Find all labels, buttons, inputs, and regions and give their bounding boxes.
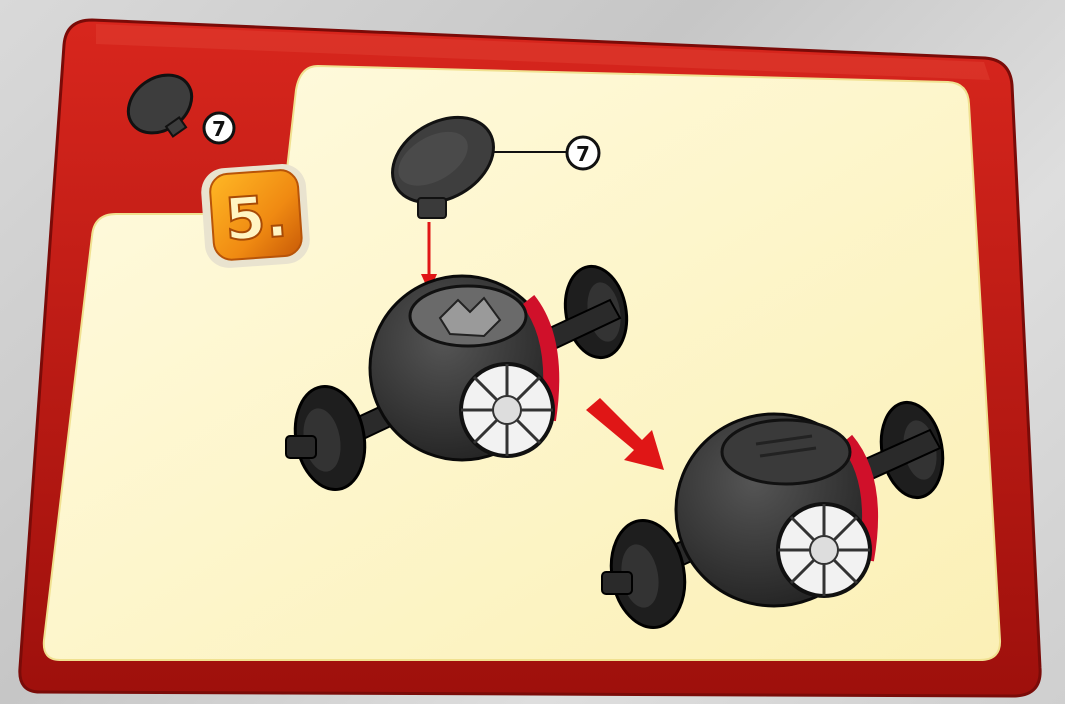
parts-quantity-label: 7 xyxy=(212,117,226,141)
step-number: 5. xyxy=(223,182,290,254)
parts-quantity-callout: 7 xyxy=(204,113,234,143)
assembly-callout: 7 xyxy=(567,137,599,169)
assembly-callout-label: 7 xyxy=(576,142,590,166)
cockpit-window-assembled xyxy=(778,504,870,596)
cockpit-window xyxy=(461,364,553,456)
step-number-badge: 5. xyxy=(200,162,312,269)
